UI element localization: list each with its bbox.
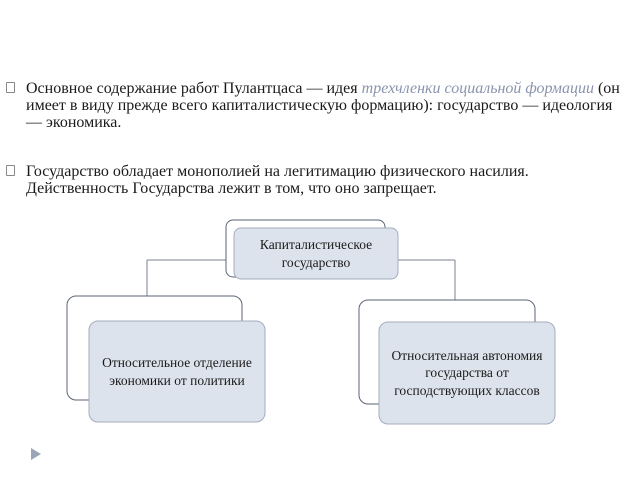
bullet-text: Основное содержание работ Пулантцаса — и… [26,80,631,131]
right-node-box [378,321,556,425]
play-arrow-icon[interactable] [30,447,42,461]
top-node-box [233,227,399,280]
square-outline-bullet-icon [6,82,15,93]
bullet-text-part: (он имеет в виду прежде всего капиталист… [26,80,620,131]
square-outline-bullet-icon [6,165,15,176]
top-node-label: Капиталистическое государство [259,237,373,270]
bullet-text: Государство обладает монополией на легит… [26,163,529,197]
left-node-box [88,320,266,423]
left-node-label: Относительное отделение экономики от пол… [102,355,252,388]
right-node-label: Относительная автономия государства от г… [391,347,543,398]
bullet-emphasis: трехчленки социальной формации [361,80,594,97]
bullet-text-part: Основное содержание работ Пулантцаса — и… [26,80,362,97]
